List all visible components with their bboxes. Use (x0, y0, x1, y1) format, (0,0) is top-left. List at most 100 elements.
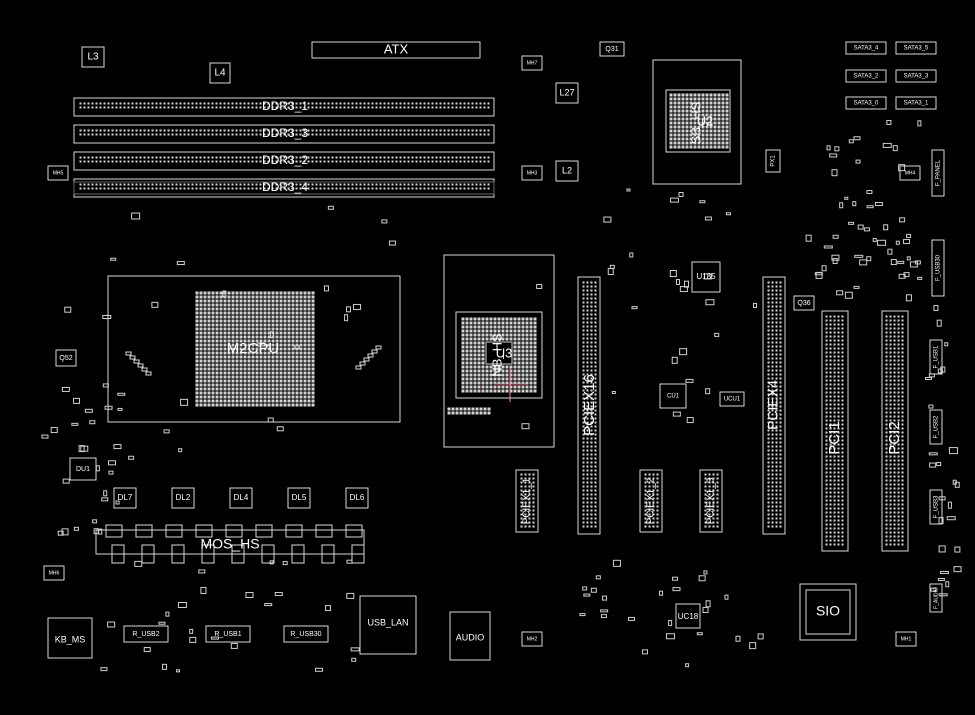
cpu-cap (133, 359, 140, 364)
smd-component (844, 196, 849, 200)
sata-label-0: SATA3_4 (854, 46, 879, 52)
ddr-label-4: DDR3_4 (262, 180, 308, 194)
smd-component (98, 528, 103, 535)
smd-component (282, 561, 288, 566)
smd-component (131, 212, 141, 220)
ucu1-chip (659, 383, 687, 409)
q52-chip (55, 349, 77, 367)
smd-component (735, 635, 741, 642)
smd-component (703, 570, 708, 575)
sio-chip (799, 583, 857, 641)
smd-component (834, 146, 840, 152)
northbridge-chip (455, 311, 543, 399)
smd-component (607, 268, 614, 276)
pciex4-pins (767, 281, 782, 528)
smd-component (101, 497, 109, 502)
inductor-label-l2: L2 (562, 165, 572, 175)
smd-component (327, 205, 334, 210)
smd-component (705, 600, 711, 608)
smd-component (102, 314, 112, 319)
smd-component (665, 633, 675, 640)
smd-component (611, 390, 616, 394)
smd-component (854, 254, 864, 258)
audio-label: AUDIO (456, 632, 485, 642)
smd-component (628, 616, 636, 621)
cpu-cap (375, 345, 382, 350)
smd-component (89, 420, 96, 425)
smd-component (831, 169, 838, 177)
q31-chip (599, 41, 625, 57)
cpu-cap (137, 363, 144, 368)
pciex1-1-label: PCIEX1_1 (522, 477, 533, 524)
smd-component (848, 221, 855, 225)
smd-component (954, 481, 960, 488)
sata-port-4 (845, 96, 887, 110)
led-2 (229, 487, 253, 509)
mount-hole-3 (43, 565, 65, 581)
smd-component (853, 285, 860, 289)
northbridge-label: NB_HS (489, 333, 504, 377)
pci2-slot (881, 310, 909, 552)
f-audio-header (929, 583, 943, 613)
smd-component (909, 261, 918, 268)
mos-fet (285, 524, 303, 538)
f-panel-header (931, 149, 945, 197)
mos-fet (255, 524, 273, 538)
smd-component (831, 254, 840, 261)
northbridge-core (485, 341, 513, 365)
r-usb30-label: R_USB30 (290, 631, 321, 638)
smd-component (903, 272, 910, 278)
smd-component (113, 444, 122, 450)
led-0 (113, 487, 137, 509)
inductor-l3 (81, 46, 105, 68)
smd-component (600, 609, 609, 613)
mos-fet (315, 524, 333, 538)
smd-component (703, 273, 712, 280)
smd-component (905, 294, 912, 302)
smd-component (866, 205, 874, 209)
smd-component (609, 264, 615, 269)
mount-label-1: MH4 (905, 170, 916, 176)
smd-component (117, 392, 126, 396)
smd-component (859, 259, 868, 266)
smd-component (936, 319, 942, 327)
ddr-pins-3 (79, 156, 490, 163)
q36-label: Q36 (797, 300, 810, 307)
smd-component (325, 605, 332, 612)
smd-component (62, 478, 70, 484)
mount-label-2: MH3 (527, 170, 538, 176)
smd-component (724, 594, 729, 600)
smd-component (857, 224, 864, 230)
du1-label: DU1 (76, 466, 90, 473)
smd-component (641, 649, 648, 655)
mos-fet (171, 544, 185, 564)
smd-component (92, 519, 98, 524)
uc18-label: UCU1 (724, 397, 741, 403)
pciex1-3-slot (699, 469, 723, 533)
smd-component (110, 257, 117, 261)
mos-fet (231, 544, 245, 564)
smd-component (906, 233, 912, 238)
smd-component (678, 191, 684, 197)
led-label-2: DL4 (234, 493, 249, 502)
smd-component (381, 219, 388, 224)
smd-component (954, 546, 961, 553)
q52-label: Q52 (59, 355, 72, 362)
smd-component (61, 528, 69, 536)
mos-fet (321, 544, 335, 564)
smd-component (805, 234, 812, 242)
ddr-slot-1 (73, 97, 495, 117)
mount-hole-1 (899, 165, 921, 181)
q36-chip (793, 295, 815, 311)
smd-component (940, 570, 950, 574)
smd-component (883, 224, 889, 231)
smd-component (928, 404, 934, 409)
mount-hole-2 (521, 165, 543, 181)
smd-component (269, 560, 274, 565)
smd-component (210, 636, 219, 640)
inductor-label-l4: L4 (214, 68, 226, 79)
r-usb1-label: R_USB1 (214, 631, 241, 638)
f-usb3-label: F_USB3 (934, 495, 940, 518)
smd-component (264, 603, 273, 607)
smd-component (100, 667, 108, 672)
